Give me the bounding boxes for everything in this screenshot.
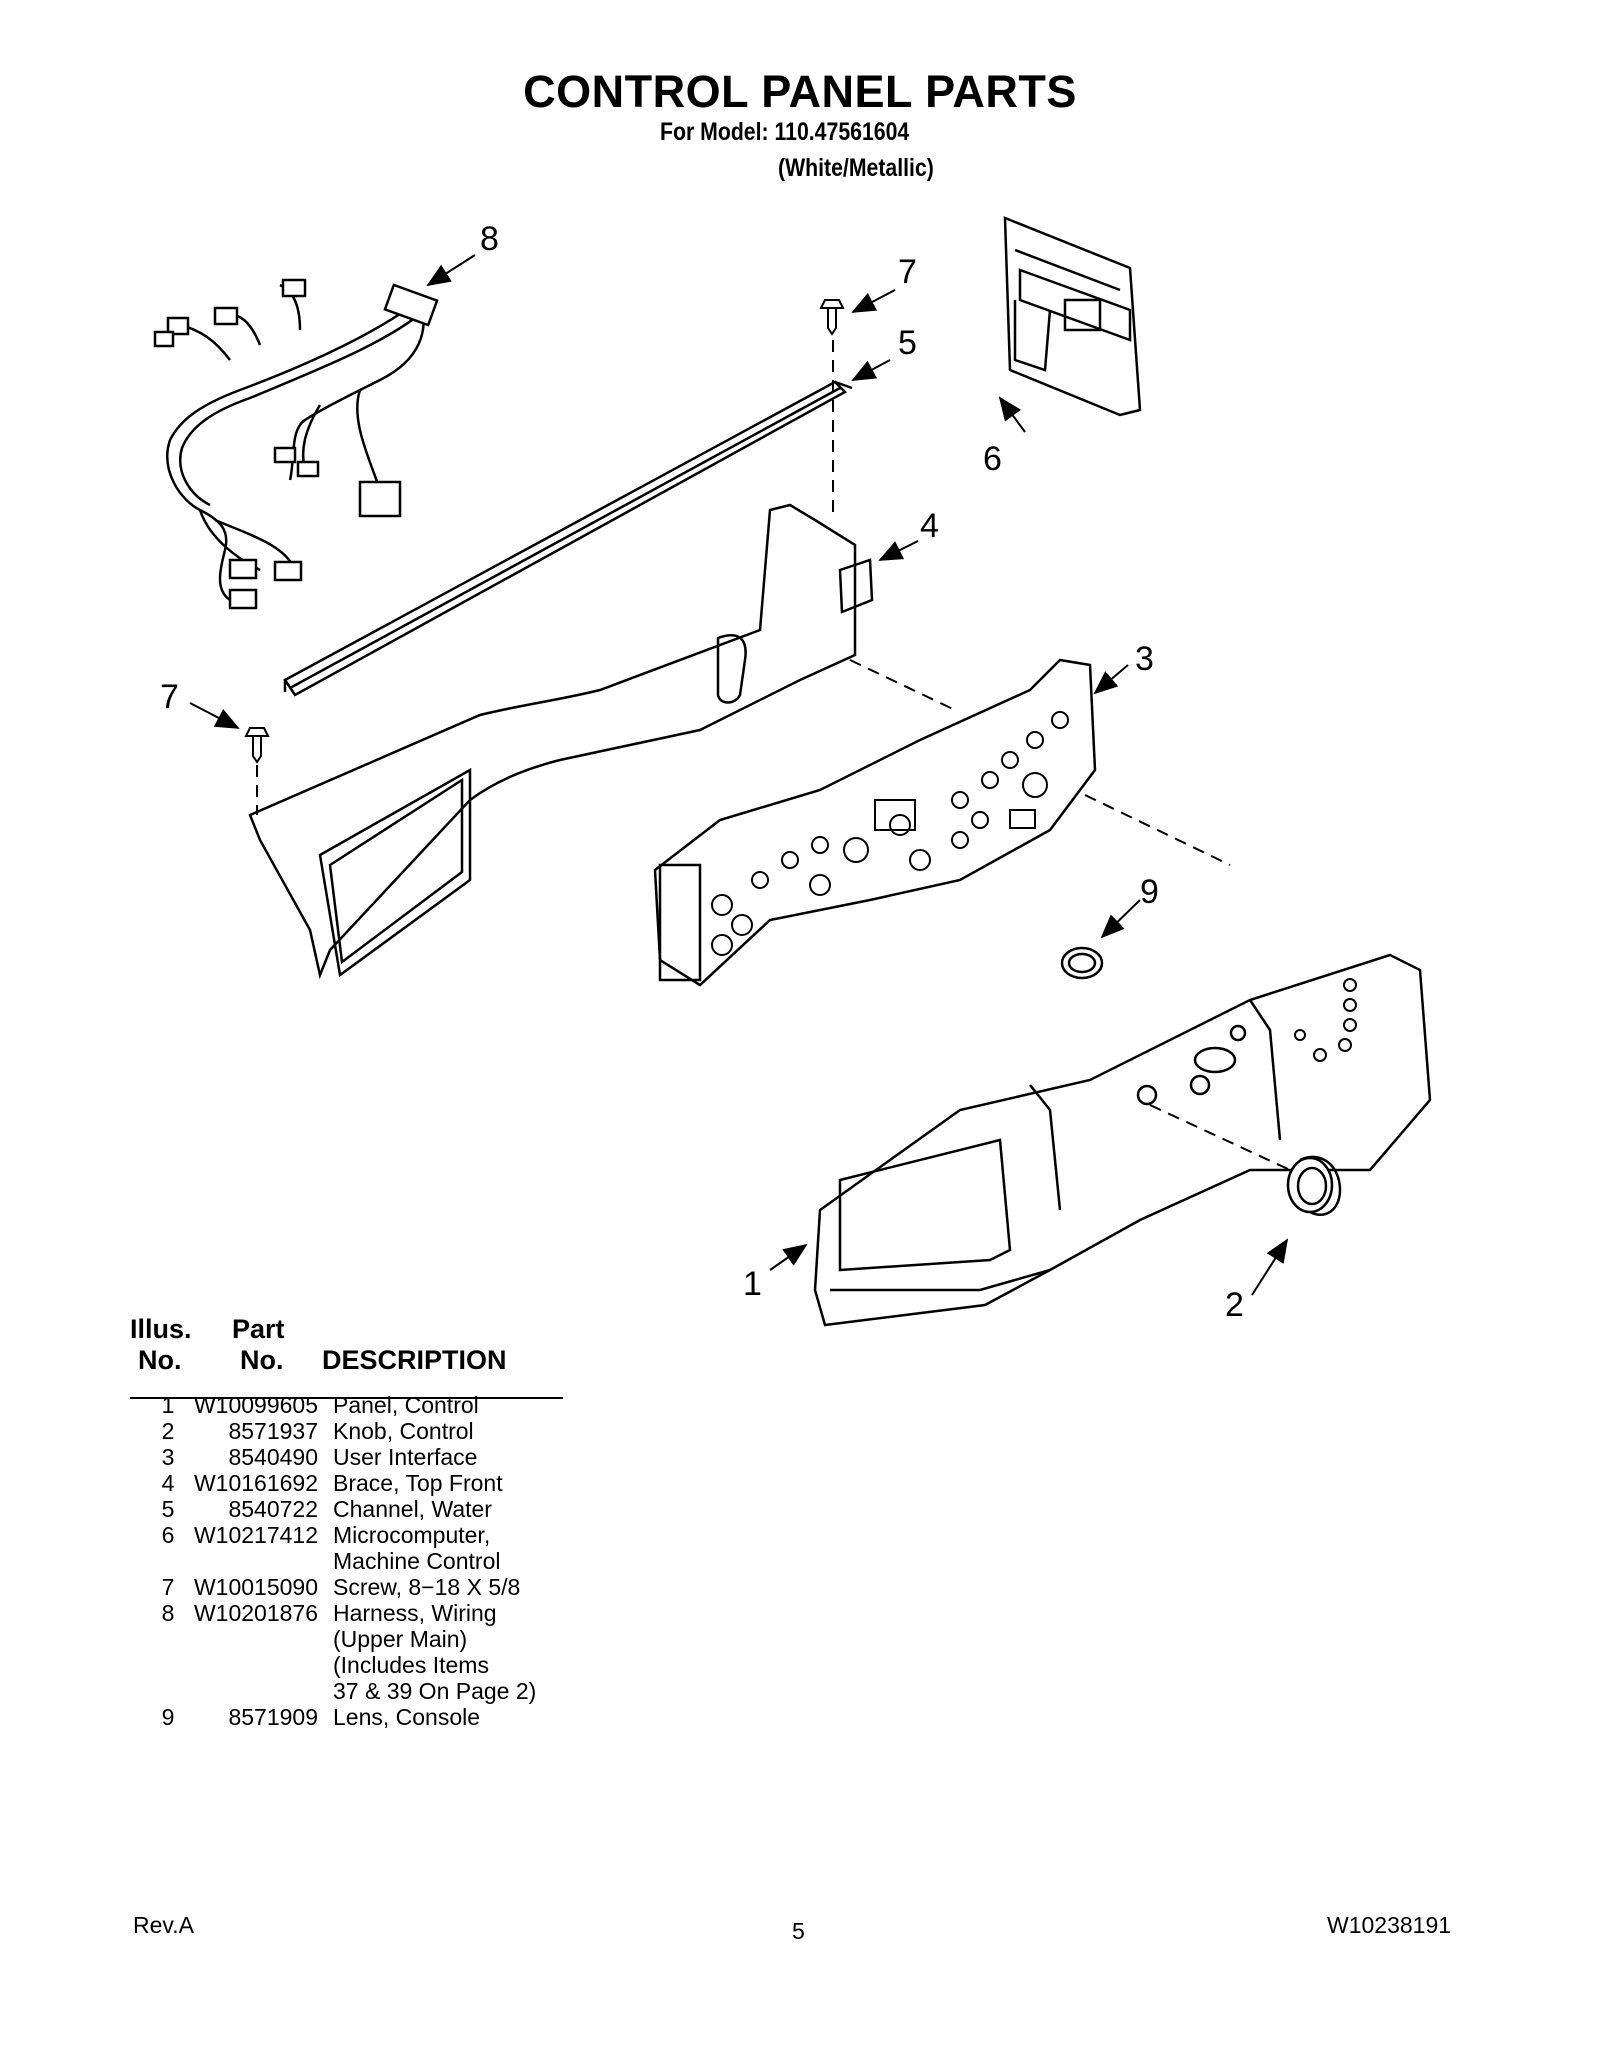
water-channel-drawing <box>283 380 853 697</box>
callout-3: 3 <box>1135 640 1154 678</box>
page-title: CONTROL PANEL PARTS <box>523 66 1077 117</box>
illus-number: 9 <box>161 1704 175 1730</box>
footer-revision: Rev.A <box>133 1912 194 1938</box>
callout-9: 9 <box>1140 873 1159 911</box>
part-number: W10015090 <box>193 1574 318 1600</box>
description-continued: Machine Control <box>333 1548 501 1574</box>
part-number: W10201876 <box>193 1600 318 1626</box>
assembly-guide-lines <box>256 340 1291 1171</box>
control-knob-drawing <box>1286 1155 1342 1216</box>
callout-2: 2 <box>1225 1286 1244 1324</box>
description: User Interface <box>333 1444 478 1470</box>
callout-7-top: 7 <box>898 253 917 291</box>
model-color: (White/Metallic) <box>778 154 934 182</box>
illus-number: 1 <box>161 1392 175 1418</box>
part-number: W10217412 <box>193 1522 318 1548</box>
wiring-harness-drawing <box>153 278 439 610</box>
part-number: 8540490 <box>228 1444 318 1470</box>
footer-page-number: 5 <box>792 1918 805 1944</box>
description: Lens, Console <box>333 1704 481 1730</box>
user-interface-drawing <box>653 658 1097 987</box>
brace-top-front-drawing <box>248 503 874 980</box>
callout-5: 5 <box>898 324 917 362</box>
microcomputer-drawing <box>1003 216 1142 417</box>
part-number: W10161692 <box>193 1470 318 1496</box>
exploded-parts-diagram: 8 7 5 6 4 3 7 9 2 1 <box>153 216 1432 1327</box>
control-panel-drawing <box>813 953 1432 1327</box>
description: Channel, Water <box>333 1496 492 1522</box>
illus-number: 3 <box>161 1444 175 1470</box>
description: Knob, Control <box>333 1418 474 1444</box>
header-part-2: No. <box>240 1345 284 1375</box>
illus-number: 5 <box>161 1496 175 1522</box>
description-continued: 37 & 39 On Page 2) <box>333 1678 537 1704</box>
illus-number: 8 <box>161 1600 175 1626</box>
illus-number: 2 <box>161 1418 175 1444</box>
illus-number: 7 <box>161 1574 175 1600</box>
illus-number: 6 <box>161 1522 175 1548</box>
part-number: W10099605 <box>193 1392 318 1418</box>
description-continued: (Includes Items <box>333 1652 489 1678</box>
description: Harness, Wiring <box>333 1600 497 1626</box>
header-illus-1: Illus. <box>130 1314 192 1344</box>
header-illus-2: No. <box>138 1345 182 1375</box>
header-description: DESCRIPTION <box>322 1345 507 1375</box>
console-lens-drawing <box>1060 946 1104 980</box>
screw-drawing <box>244 299 845 764</box>
table-header-rule <box>130 1397 563 1399</box>
description: Brace, Top Front <box>333 1470 503 1496</box>
callout-4: 4 <box>920 507 939 545</box>
callout-6: 6 <box>983 440 1002 478</box>
header-part-1: Part <box>232 1314 285 1344</box>
part-number: 8571909 <box>228 1704 318 1730</box>
callout-1: 1 <box>743 1265 762 1303</box>
part-number: 8571937 <box>228 1418 318 1444</box>
callout-8: 8 <box>480 220 499 258</box>
model-number: For Model: 110.47561604 <box>660 118 910 146</box>
description-continued: (Upper Main) <box>333 1626 468 1652</box>
description: Microcomputer, <box>333 1522 491 1548</box>
callout-leaders <box>189 254 1289 1296</box>
description: Panel, Control <box>333 1392 479 1418</box>
part-number: 8540722 <box>228 1496 318 1522</box>
footer-document-number: W10238191 <box>1327 1912 1452 1938</box>
illus-number: 4 <box>161 1470 175 1496</box>
description: Screw, 8−18 X 5/8 <box>333 1574 521 1600</box>
callout-7-left: 7 <box>160 678 179 716</box>
